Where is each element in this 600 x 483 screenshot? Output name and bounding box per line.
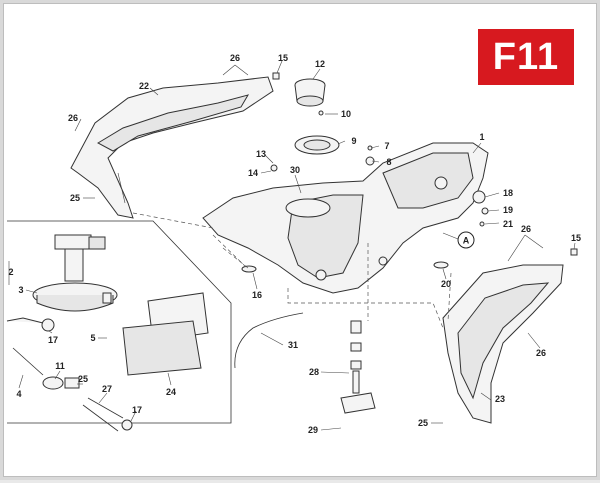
- callout-label: 1: [479, 132, 484, 142]
- filler-cap: [294, 78, 326, 107]
- callout-label: 26: [521, 224, 531, 234]
- callout-label: 8: [386, 157, 391, 167]
- inset-border: [7, 220, 232, 424]
- callout-label: 5: [90, 333, 95, 343]
- callout-label: 26: [230, 53, 240, 63]
- callout-label: 24: [166, 387, 176, 397]
- callout-label: 29: [308, 425, 318, 435]
- section-code-badge: F11: [478, 29, 574, 85]
- callout-label: 12: [315, 59, 325, 69]
- callout-label: 19: [503, 205, 513, 215]
- fuel-pump-assembly: [6, 234, 118, 332]
- callout-label: 25: [70, 193, 80, 203]
- callout-label: 17: [48, 335, 58, 345]
- callout-label: 22: [139, 81, 149, 91]
- callout-label: 25: [78, 374, 88, 384]
- exploded-parts-diagram: A 26 15 22 12 10 26 9 7 13 1 8 30 14 25 …: [6, 53, 581, 435]
- filler-ring: [294, 135, 340, 155]
- callout-label: 26: [68, 113, 78, 123]
- left-side-panel: [70, 76, 274, 219]
- callout-label: 9: [351, 136, 356, 146]
- callout-label: 13: [256, 149, 266, 159]
- fuel-tank: [202, 142, 489, 294]
- callout-label: 31: [288, 340, 298, 350]
- callout-label: 11: [55, 361, 65, 371]
- svg-text:A: A: [463, 236, 470, 246]
- callout-label: 18: [503, 188, 513, 198]
- alignment-lines: [132, 212, 452, 329]
- fuel-level-sensor: [340, 320, 376, 414]
- callout-label: 15: [571, 233, 581, 243]
- callout-label: 20: [441, 279, 451, 289]
- detail-marker: A: [442, 231, 475, 249]
- callout-label: 7: [384, 141, 389, 151]
- callout-label: 3: [18, 285, 23, 295]
- pump-cover: [122, 292, 209, 376]
- callout-label: 26: [536, 348, 546, 358]
- callout-label: 2: [8, 267, 13, 277]
- callout-label: 25: [418, 418, 428, 428]
- callout-label: 28: [309, 367, 319, 377]
- hose-clamps: [12, 347, 133, 432]
- callout-label: 30: [290, 165, 300, 175]
- callout-label: 16: [252, 290, 262, 300]
- callout-label: 4: [16, 389, 21, 399]
- callout-label: 14: [248, 168, 258, 178]
- right-side-panel: [442, 264, 564, 424]
- fuel-hose: [234, 312, 304, 369]
- callout-label: 15: [278, 53, 288, 63]
- callout-label: 17: [132, 405, 142, 415]
- callout-labels: 26 15 22 12 10 26 9 7 13 1 8 30 14 25 18…: [8, 53, 581, 435]
- callout-label: 23: [495, 394, 505, 404]
- callout-label: 21: [503, 219, 513, 229]
- callout-label: 10: [341, 109, 351, 119]
- small-fasteners: [241, 72, 578, 273]
- callout-label: 27: [102, 384, 112, 394]
